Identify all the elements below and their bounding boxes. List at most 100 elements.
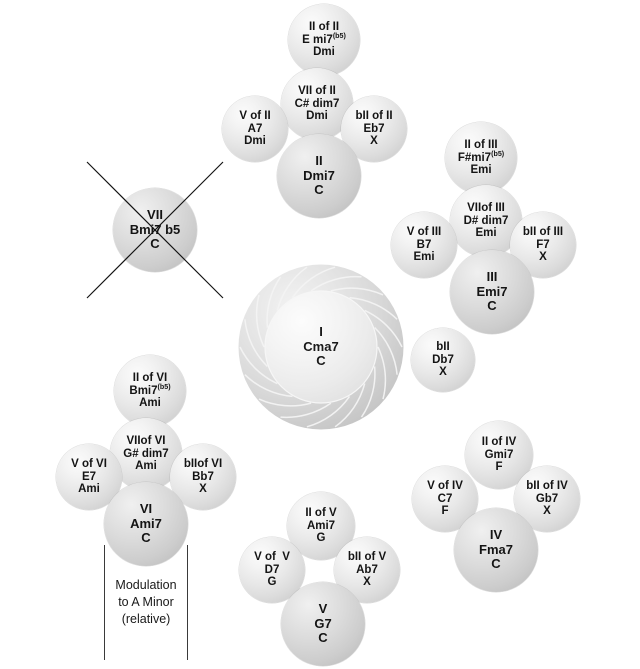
- node-v-of-vi-line2: E7: [81, 470, 97, 483]
- node-ii-of-vi-line2: Bmi7(b5): [129, 382, 171, 397]
- node-vii-of-ii-line3: Dmi: [306, 110, 328, 123]
- node-ii-of-vi-line1: II of VI: [132, 371, 168, 384]
- node-bii-of-v-line1: bII of V: [347, 550, 387, 563]
- node-ii-of-v-line2: Ami7: [306, 519, 336, 532]
- node-vi-line1: VI: [139, 501, 153, 517]
- node-bii-of-iv-line3: X: [543, 505, 551, 518]
- node-bii-of-iv-line1: bII of IV: [526, 479, 568, 492]
- node-v-line2: G7: [314, 615, 332, 631]
- node-bii-of-iii-line2: F7: [536, 238, 550, 251]
- node-v-of-iii-line3: Emi: [413, 251, 435, 264]
- node-ii-of-ii-superscript: (b5): [332, 31, 346, 40]
- node-bii-line3: X: [439, 366, 447, 379]
- node-bii-of-vi-line3: X: [199, 483, 207, 496]
- node-v-of-vi-line1: V of VI: [71, 457, 107, 470]
- node-bii-of-ii-line1: bII of II: [355, 109, 393, 122]
- node-bii-line1: bII: [436, 340, 450, 353]
- node-vii-line2: Bmi7 b5: [129, 221, 181, 237]
- node-vii-line3: C: [150, 236, 160, 252]
- node-iv-line3: C: [491, 556, 501, 572]
- node-v-of-ii-line3: Dmi: [244, 135, 266, 148]
- node-ii-of-iii-line2: F#mi7(b5): [457, 149, 505, 164]
- node-v-of-v-line3: G: [267, 576, 277, 589]
- node-v-of-v-line2: D7: [264, 563, 280, 576]
- node-v-of-iii-line1: V of III: [406, 225, 442, 238]
- node-iii-line3: C: [487, 298, 497, 314]
- node-v-of-ii-line1: V of II: [239, 109, 271, 122]
- node-iv-line1: IV: [489, 527, 503, 543]
- tonic-circle-group[interactable]: I Cma7 C: [238, 264, 404, 430]
- node-ii-of-v-line3: G: [316, 532, 326, 545]
- node-v-of-vi-line3: Ami: [78, 483, 100, 496]
- node-bii-of-vi-line1: bIIof VI: [183, 457, 223, 470]
- node-v-line1: V: [318, 601, 328, 617]
- node-v-of-iv-line3: F: [441, 505, 449, 518]
- node-vii-of-ii-line2: C# dim7: [294, 97, 340, 110]
- node-v-line3: C: [318, 630, 328, 646]
- node-bii-of-ii-line3: X: [370, 135, 378, 148]
- node-vi-line2: Ami7: [130, 515, 162, 531]
- tonic-petal-ring: [238, 264, 404, 430]
- node-ii-line2: Dmi7: [303, 167, 335, 183]
- node-ii-of-iv-line2: Gmi7: [484, 448, 514, 461]
- node-vii-of-vi-line1: VIIof VI: [126, 434, 166, 447]
- node-bii-of-iv-line2: Gb7: [535, 492, 559, 505]
- node-bii-of-iii-line1: bII of III: [522, 225, 564, 238]
- node-vii-line1: VII: [147, 207, 163, 223]
- modulation-line1: Modulation: [115, 578, 177, 593]
- node-ii-of-iv-line1: II of IV: [481, 435, 517, 448]
- modulation-bracket: Modulation to A Minor (relative): [104, 545, 188, 660]
- node-v-of-iv-line1: V of IV: [427, 479, 463, 492]
- node-ii-of-ii-line1: II of II: [308, 20, 340, 33]
- node-bii-of-v-line2: Ab7: [356, 563, 378, 576]
- node-vii-of-iii-line3: Emi: [475, 227, 497, 240]
- node-v-of-v-line1: V of V: [254, 550, 290, 563]
- node-bii-of-v-line3: X: [363, 576, 371, 589]
- node-vi-line3: C: [141, 530, 151, 546]
- node-vii-of-vi-line2: G# dim7: [123, 447, 169, 460]
- modulation-line2: to A Minor: [118, 595, 174, 610]
- node-ii-line1: II: [315, 153, 323, 169]
- node-ii-of-iii-superscript: (b5): [491, 149, 505, 158]
- node-bii-of-ii-line2: Eb7: [363, 122, 385, 135]
- node-vii-of-ii-line1: VII of II: [298, 84, 336, 97]
- node-ii-of-iii-line1: II of III: [464, 138, 498, 151]
- node-vii-of-iii-line2: D# dim7: [463, 214, 509, 227]
- node-ii-of-ii-line2: E mi7(b5): [302, 31, 346, 46]
- node-iv-line2: Fma7: [479, 541, 513, 557]
- node-vii-of-iii-line1: VIIof III: [467, 201, 505, 214]
- node-ii-of-iii-line3: Emi: [470, 164, 492, 177]
- node-bii-of-vi-line2: Bb7: [192, 470, 214, 483]
- bracket-line-right: [187, 545, 188, 660]
- modulation-line3: (relative): [121, 611, 171, 626]
- node-v-of-iii-line2: B7: [416, 238, 432, 251]
- node-iii-line1: III: [486, 269, 498, 285]
- node-vii-of-vi-line3: Ami: [135, 460, 157, 473]
- node-ii-of-v-line1: II of V: [305, 506, 337, 519]
- modulation-text: Modulation to A Minor (relative): [107, 577, 184, 628]
- node-ii-of-ii-line3: Dmi: [313, 46, 335, 59]
- node-v-of-iv-line2: C7: [437, 492, 453, 505]
- node-v-of-ii-line2: A7: [247, 122, 263, 135]
- node-ii-of-vi-superscript: (b5): [157, 382, 171, 391]
- node-bii-of-iii-line3: X: [539, 251, 547, 264]
- node-ii-of-iv-line3: F: [495, 461, 503, 474]
- node-bii-line2: Db7: [432, 353, 454, 366]
- bracket-line-left: [104, 545, 105, 660]
